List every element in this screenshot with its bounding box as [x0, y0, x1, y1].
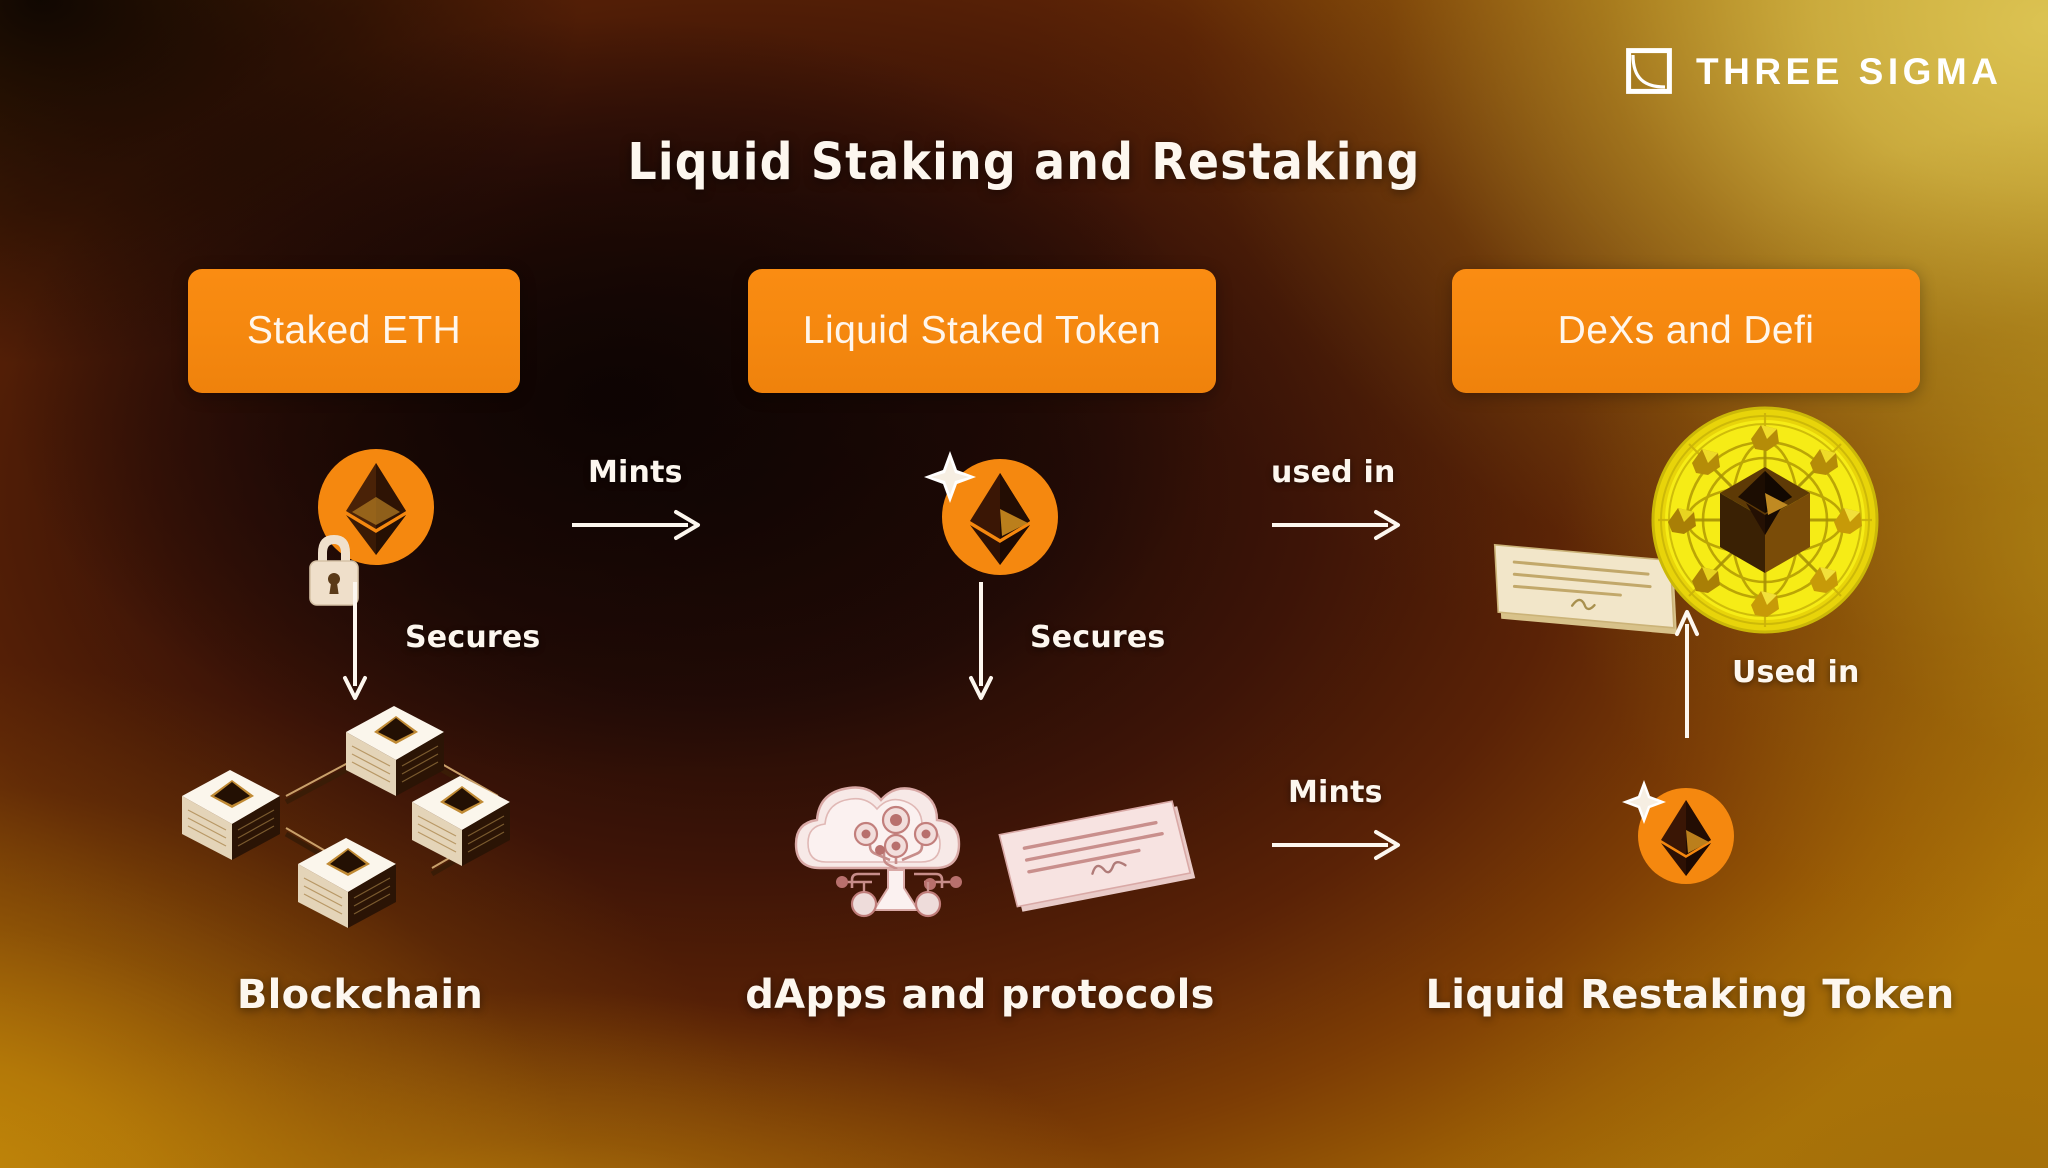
edge-arrow-secures-2 [966, 582, 996, 702]
edge-arrow-mints-1 [572, 505, 702, 545]
contract-document-icon [1478, 540, 1698, 650]
three-sigma-square-curve-mark-icon [1626, 48, 1672, 94]
brand-logo-text: THREE SIGMA [1696, 50, 2003, 92]
stage-header-dexs-and-defi[interactable]: DeXs and Defi [1452, 269, 1920, 393]
sparkle-icon [924, 451, 976, 503]
edge-label-secures-2: Secures [1030, 620, 1166, 655]
brand-logo: THREE SIGMA [1626, 48, 2002, 94]
stage-caption-liquid-restaking-token: Liquid Restaking Token [1425, 972, 1955, 1018]
stage-header-label: DeXs and Defi [1557, 309, 1815, 352]
edge-label-mints-2: Mints [1288, 775, 1383, 810]
stage-header-label: Staked ETH [246, 309, 462, 352]
signed-document-icon [990, 800, 1210, 920]
stage-header-liquid-staked-token[interactable]: Liquid Staked Token [748, 269, 1216, 393]
edge-label-secures-1: Secures [405, 620, 541, 655]
cloud-network-icon [780, 758, 1010, 928]
blockchain-nodes-icon [146, 684, 546, 944]
edge-label-mints-1: Mints [588, 455, 683, 490]
edge-label-used-in-2: Used in [1732, 655, 1860, 690]
stage-header-label: Liquid Staked Token [802, 309, 1162, 352]
eth-coin-locked-icon [288, 437, 448, 617]
defi-coin-network-icon [1650, 405, 1880, 635]
padlock-icon [309, 535, 359, 606]
sparkle-icon [1622, 780, 1666, 824]
stage-header-staked-eth[interactable]: Staked ETH [188, 269, 520, 393]
edge-arrow-used-in-2 [1672, 608, 1702, 738]
eth-coin-sparkle-icon [918, 437, 1078, 607]
stage-caption-dapps-and-protocols: dApps and protocols [745, 972, 1215, 1018]
edge-label-used-in-1: used in [1271, 455, 1396, 490]
page-title: Liquid Staking and Restaking [627, 133, 1421, 192]
stage-caption-blockchain: Blockchain [236, 972, 484, 1018]
edge-arrow-secures-1 [340, 582, 370, 702]
eth-coin-sparkle-icon-restaking [1618, 770, 1748, 900]
edge-arrow-used-in-1 [1272, 505, 1402, 545]
edge-arrow-mints-2 [1272, 825, 1402, 865]
